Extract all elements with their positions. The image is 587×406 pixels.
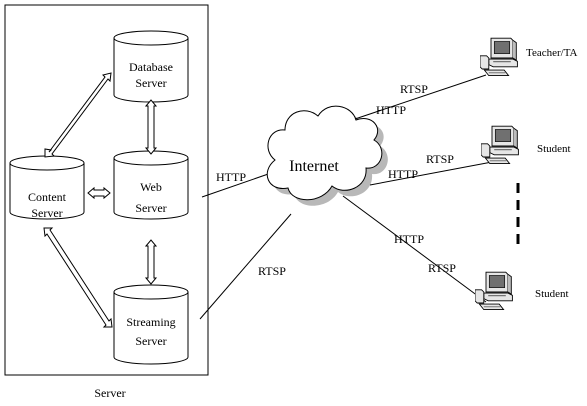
student1-http-label: HTTP: [388, 167, 418, 181]
student1-rtsp-label: RTSP: [426, 152, 454, 166]
streaming-server-label-1: Streaming: [126, 315, 175, 329]
content-streaming-arrow: [43, 227, 113, 328]
student2-label: Student: [535, 288, 569, 300]
content-web-arrow: [87, 186, 111, 200]
computer-icon: [480, 37, 518, 77]
web-server: Web Server: [113, 150, 189, 220]
streaming-server: Streaming Server: [113, 284, 189, 365]
web-server-label-1: Web: [140, 180, 162, 194]
database-server-label-2: Server: [135, 76, 166, 90]
web-to-internet-line: [201, 171, 275, 198]
web-http-label: HTTP: [216, 170, 246, 184]
server-enclosure: [4, 4, 209, 376]
teacher-label: Teacher/TA: [526, 47, 578, 59]
student2-rtsp-label: RTSP: [428, 261, 456, 275]
student1-label: Student: [537, 143, 571, 155]
teacher-rtsp-label: RTSP: [400, 82, 428, 96]
computer-icon: [475, 271, 513, 311]
internet-to-student2-line: [342, 195, 487, 303]
web-streaming-arrow: [144, 239, 158, 285]
database-server-label-1: Database: [129, 60, 173, 74]
teacher-http-label: HTTP: [376, 103, 406, 117]
teacher-computer: Teacher/TA: [480, 37, 578, 77]
content-db-arrow: [44, 72, 112, 158]
student1-computer: Student: [481, 125, 571, 165]
internet-cloud: Internet: [266, 105, 388, 206]
student2-computer: Student: [475, 271, 569, 311]
streaming-server-label-2: Server: [135, 334, 166, 348]
streaming-to-internet-line: [199, 213, 292, 320]
web-server-label-2: Server: [135, 201, 166, 215]
internet-to-student1-line: [369, 161, 493, 186]
computer-icon: [481, 125, 519, 165]
server-group-label: Server: [94, 386, 125, 400]
internet-label: Internet: [289, 158, 339, 175]
content-server: Content Server: [9, 155, 85, 220]
content-server-label-2: Server: [31, 206, 62, 220]
streaming-rtsp-label: RTSP: [258, 264, 286, 278]
student2-http-label: HTTP: [394, 232, 424, 246]
content-server-label-1: Content: [28, 190, 67, 204]
internet-to-teacher-line: [354, 74, 487, 120]
db-web-arrow: [144, 99, 158, 155]
database-server: Database Server: [113, 30, 189, 103]
